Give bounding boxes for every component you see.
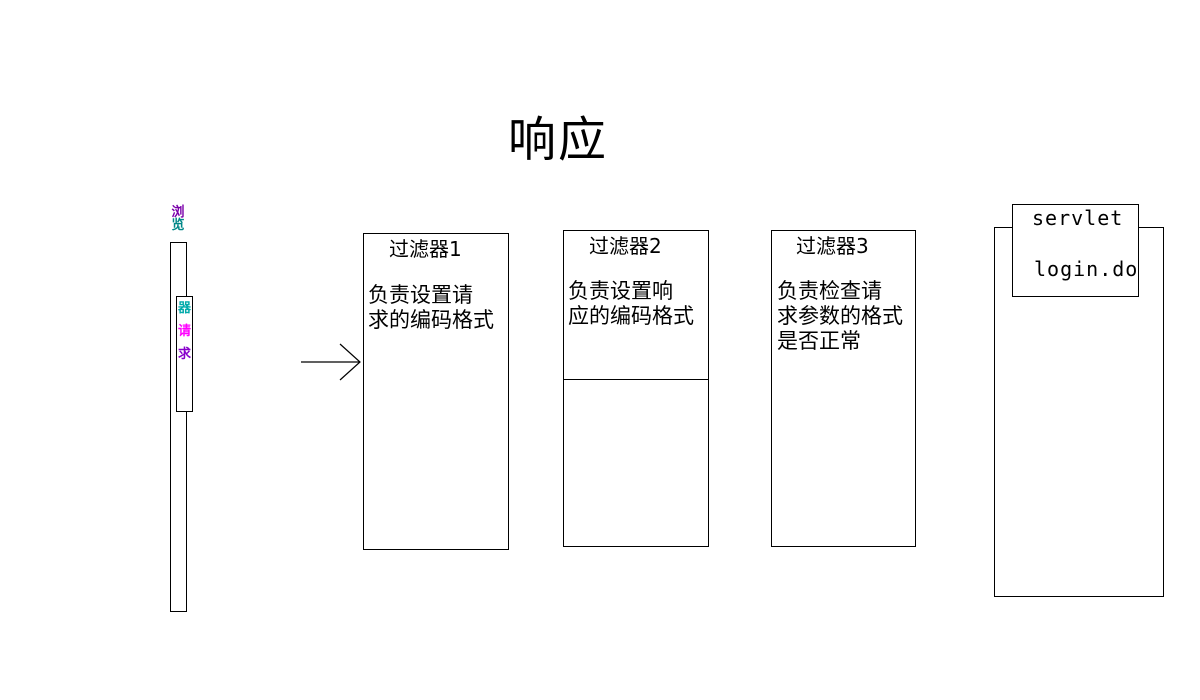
filter-desc-line: 求参数的格式 bbox=[777, 304, 903, 328]
filter-desc-2: 负责设置响 应的编码格式 bbox=[568, 279, 694, 329]
servlet-url: login.do bbox=[1034, 257, 1139, 281]
servlet-label-box bbox=[1012, 204, 1139, 297]
client-glyph: 览 bbox=[171, 218, 185, 233]
filter-title-3: 过滤器3 bbox=[796, 234, 869, 258]
filter-desc-line: 应的编码格式 bbox=[568, 304, 694, 328]
filter-box-3 bbox=[771, 230, 916, 547]
filter-desc-line: 负责设置响 bbox=[568, 279, 673, 303]
client-glyph: 器 bbox=[177, 301, 191, 316]
filter-desc-line: 负责设置请 bbox=[368, 283, 473, 307]
client-label-box bbox=[176, 296, 193, 412]
client-glyph: 求 bbox=[177, 347, 191, 362]
client-glyph: 浏 bbox=[171, 205, 185, 220]
filter-box-1 bbox=[363, 233, 509, 550]
filter-2-divider bbox=[563, 379, 709, 380]
filter-desc-line: 是否正常 bbox=[777, 329, 861, 353]
filter-title-2: 过滤器2 bbox=[589, 234, 662, 258]
filter-desc-1: 负责设置请 求的编码格式 bbox=[368, 283, 494, 333]
diagram-title: 响应 bbox=[508, 112, 609, 168]
client-glyph: 请 bbox=[177, 324, 191, 339]
servlet-label: servlet bbox=[1032, 206, 1124, 230]
client-label-glitch: 器 请 求 bbox=[176, 302, 193, 361]
filter-desc-3: 负责检查请 求参数的格式 是否正常 bbox=[777, 279, 903, 354]
request-arrow bbox=[301, 343, 361, 381]
filter-desc-line: 求的编码格式 bbox=[368, 308, 494, 332]
client-label-top: 浏 览 bbox=[170, 206, 186, 232]
filter-title-1: 过滤器1 bbox=[389, 237, 462, 261]
filter-desc-line: 负责检查请 bbox=[777, 279, 882, 303]
filter-box-2 bbox=[563, 230, 709, 547]
